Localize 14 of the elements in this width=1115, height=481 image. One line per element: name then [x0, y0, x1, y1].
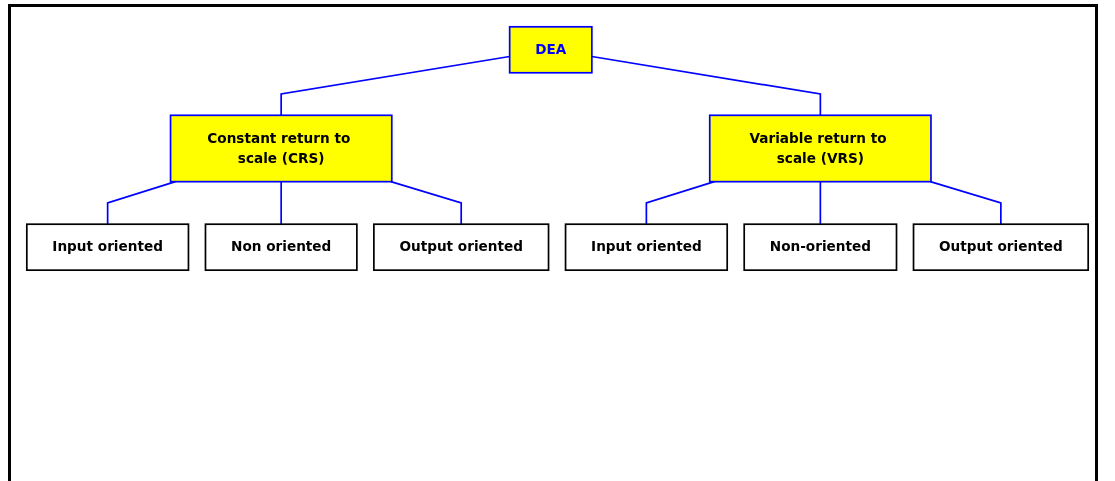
node-box: DEA — [508, 25, 593, 74]
node-box: Non-oriented — [743, 223, 898, 271]
node-box: Output oriented — [912, 223, 1090, 271]
connector — [390, 180, 463, 226]
node-box: Variable return to scale (VRS) — [708, 114, 932, 183]
node-box: Non oriented — [204, 223, 358, 271]
node-box: Output oriented — [373, 223, 550, 271]
connector — [819, 180, 822, 226]
connector — [280, 180, 283, 226]
node-box: Constant return to scale (CRS) — [169, 114, 393, 183]
connector — [591, 55, 822, 117]
connector — [929, 180, 1002, 226]
node-box: Input oriented — [25, 223, 190, 271]
node-box: Input oriented — [564, 223, 729, 271]
